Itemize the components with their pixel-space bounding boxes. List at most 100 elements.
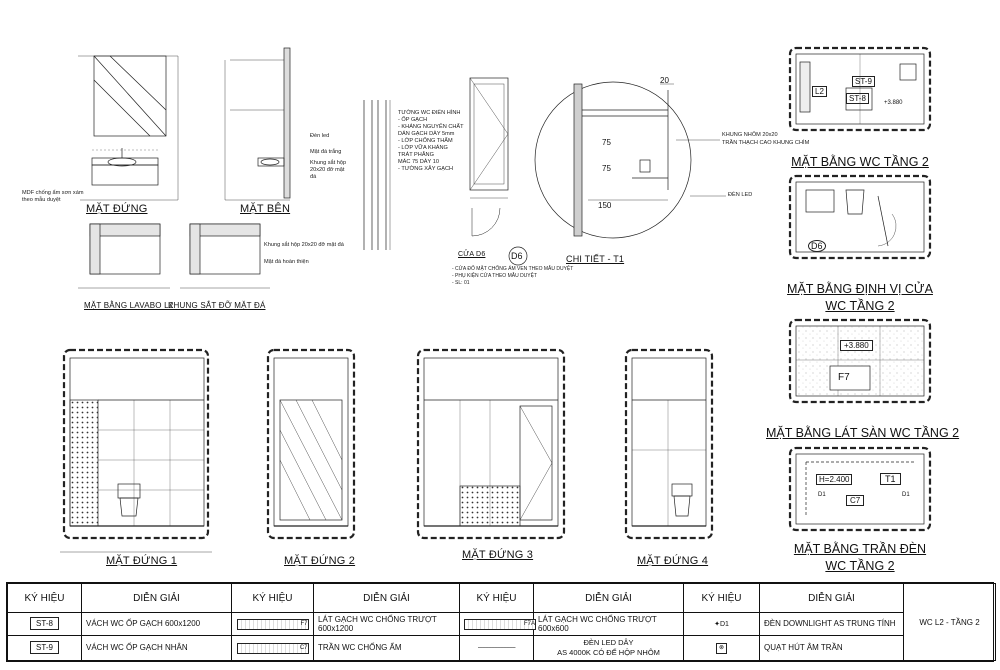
- side-note-0: Đèn led: [310, 133, 330, 139]
- detail-dim-1: 75: [602, 138, 611, 147]
- elevation-1-title: MẶT ĐỨNG 1: [106, 555, 178, 567]
- detail-dim-0: 20: [660, 76, 669, 85]
- frame-note-1: Mặt đá hoàn thiện: [264, 259, 309, 265]
- door-d6: [469, 77, 528, 266]
- plan4-tag-t1: T1: [880, 473, 901, 485]
- door-title: CỬA D6: [458, 251, 486, 258]
- legend-desc-f7a: LÁT GẠCH WC CHỐNG TRƯỢT 600x600: [533, 612, 684, 636]
- plan-wc-2: [788, 174, 932, 260]
- plan1-level: +3.880: [884, 100, 903, 106]
- plan2-tag: D6: [808, 240, 826, 252]
- detail-note-0: KHUNG NHÔM 20x20: [722, 132, 778, 138]
- plan-wc-1: [788, 46, 932, 132]
- wall-note-4: - LỚP CHỐNG THẤM: [398, 138, 453, 144]
- detail-t1: [534, 81, 726, 239]
- plan1-title: MẶT BẰNG WC TẦNG 2: [791, 155, 929, 169]
- legend-desc-st8: VÁCH WC ỐP GẠCH 600x1200: [81, 612, 232, 636]
- legend-header-symbol-3: KÝ HIỆU: [459, 583, 534, 613]
- elevation-4-title: MẶT ĐỨNG 4: [637, 555, 709, 567]
- side-note-1: Mặt đá trắng: [310, 149, 342, 155]
- front-elevation: [78, 55, 179, 201]
- wall-note-3: DÁN GẠCH DÀY 5mm: [398, 131, 455, 137]
- legend-table: KÝ HIỆU DIỄN GIẢI KÝ HIỆU DIỄN GIẢI KÝ H…: [6, 582, 996, 662]
- wall-note-6: TRÁT PHẲNG: [398, 152, 434, 158]
- legend-header-symbol-2: KÝ HIỆU: [231, 583, 314, 613]
- symbol-f7: F7: [236, 618, 309, 630]
- front-elevation-title: MẶT ĐỨNG: [86, 203, 148, 215]
- symbol-d1: D1: [719, 620, 729, 628]
- door-tag: D6: [511, 251, 523, 261]
- elevation-4: [624, 348, 714, 540]
- legend-desc-fan: QUẠT HÚT ÂM TRẦN: [759, 634, 904, 662]
- plan-lavabo: [78, 223, 270, 289]
- plan2-title: MẶT BẰNG ĐỊNH VỊ CỬA WC TẦNG 2: [787, 282, 933, 313]
- legend-cell: F7: [231, 612, 314, 636]
- detail-title: CHI TIẾT - T1: [566, 254, 625, 264]
- detail-note-1: TRẦN THẠCH CAO KHUNG CHÌM: [722, 140, 810, 146]
- door-note-0: - CỬA ĐỐ MẶT CHỐNG ẨM VEN THEO MẪU DUYỆT: [452, 266, 574, 272]
- door-note-1: - PHỤ KIỆN CỬA THEO MẪU DUYỆT: [452, 273, 538, 279]
- legend-header-symbol-4: KÝ HIỆU: [683, 583, 760, 613]
- symbol-st9: ST-9: [30, 641, 59, 655]
- wall-note-7: MÁC 75 DÀY 10: [398, 159, 439, 165]
- door-notes: - CỬA ĐỐ MẶT CHỐNG ẨM VEN THEO MẪU DUYỆT…: [452, 266, 573, 287]
- sheet-title: WC L2 - TẦNG 2: [903, 583, 996, 661]
- legend-header-desc-1: DIỄN GIẢI: [81, 583, 232, 613]
- plan1-tag-st8: ST-8: [846, 93, 869, 104]
- plan-wc-4: [788, 446, 932, 532]
- plan4-tag-d1a: D1: [818, 492, 826, 498]
- legend-header-desc-2: DIỄN GIẢI: [313, 583, 460, 613]
- plan3-level: +3.880: [840, 340, 873, 351]
- legend-cell: ST-9: [7, 634, 82, 662]
- plan-wc-3: [788, 318, 932, 404]
- legend-header-desc-4: DIỄN GIẢI: [759, 583, 904, 613]
- plan1-tag-st9: ST-9: [852, 76, 875, 87]
- symbol-downlight-icon: ✦D1: [683, 612, 760, 636]
- note-mdf: MDF chống ẩm sơn xám theo mẫu duyệt: [22, 190, 84, 203]
- plan1-tag-l2: L2: [812, 86, 827, 97]
- wall-note-2: - KHÁNG NGUYÊN CHẤT: [398, 124, 464, 130]
- exhaust-fan-icon: ⊗: [683, 634, 760, 662]
- symbol-st8: ST-8: [30, 617, 59, 631]
- door-note-2: - SL: 01: [452, 280, 470, 286]
- legend-desc-st9: VÁCH WC ỐP GẠCH NHÂN: [81, 634, 232, 662]
- plan4-tag-d1b: D1: [902, 492, 910, 498]
- legend-desc-led: ĐÈN LED DÂY AS 4000K CÓ ĐẾ HỘP NHÔM: [533, 634, 684, 662]
- frame-note-0: Khung sắt hộp 20x20 đỡ mặt đá: [264, 242, 344, 248]
- wall-note-5: - LỚP VỮA KHÁNG: [398, 145, 448, 151]
- elevation-2-title: MẶT ĐỨNG 2: [284, 555, 356, 567]
- wall-notes: TƯỜNG WC ĐIỂN HÌNH - ỐP GẠCH - KHÁNG NGU…: [398, 110, 464, 173]
- plan4-tag-c7: C7: [846, 495, 865, 506]
- side-elevation-title: MẶT BÊN: [240, 203, 291, 215]
- symbol-led-strip: -------------------------: [459, 634, 534, 662]
- wall-note-8: - TƯỜNG XÂY GẠCH: [398, 166, 454, 172]
- legend-cell: ST-8: [7, 612, 82, 636]
- legend-desc-c7: TRẦN WC CHỐNG ẨM: [313, 634, 460, 662]
- symbol-c7: C7: [236, 642, 309, 654]
- legend-header-desc-3: DIỄN GIẢI: [533, 583, 684, 613]
- plan4-title: MẶT BẰNG TRẦN ĐÈN WC TẦNG 2: [793, 542, 927, 573]
- wall-note-1: - ỐP GẠCH: [398, 117, 428, 123]
- detail-dim-2: 75: [602, 164, 611, 173]
- plan3-title: MẶT BẰNG LÁT SÀN WC TẦNG 2: [766, 426, 960, 440]
- legend-desc-d1: ĐÈN DOWNLIGHT AS TRUNG TÍNH: [759, 612, 904, 636]
- wall-section: [363, 100, 391, 250]
- detail-dim-3: 150: [598, 201, 612, 210]
- symbol-f7a: F7A: [464, 618, 536, 630]
- legend-cell: C7: [231, 634, 314, 662]
- legend-desc-led-line1: ĐÈN LED DÂY: [583, 637, 634, 647]
- elevation-3: [416, 348, 566, 540]
- plan3-tag-f7: F7: [838, 372, 850, 383]
- legend-desc-f7: LÁT GẠCH WC CHỐNG TRƯỢT 600x1200: [313, 612, 460, 636]
- side-note-2: Khung sắt hộp 20x20 đỡ mặt đá: [310, 160, 347, 180]
- legend-cell: F7A: [459, 612, 536, 636]
- side-elevation: [224, 47, 291, 201]
- legend-desc-led-line2: AS 4000K CÓ ĐẾ HỘP NHÔM: [557, 647, 660, 657]
- plan-lavabo-title: MẶT BẰNG LAVABO L2: [84, 301, 174, 310]
- frame-title: KHUNG SẮT ĐỠ MẶT ĐÁ: [168, 301, 266, 310]
- plan4-height: H=2.400: [816, 474, 853, 485]
- elevation-3-title: MẶT ĐỨNG 3: [462, 549, 534, 561]
- wall-note-0: TƯỜNG WC ĐIỂN HÌNH: [398, 110, 461, 116]
- elevation-1: [60, 348, 212, 553]
